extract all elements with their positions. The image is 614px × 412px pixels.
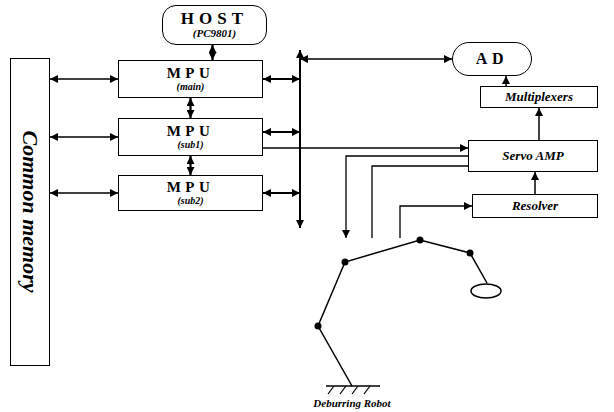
robot-joint — [342, 259, 349, 266]
memory-box: Common memory — [10, 58, 50, 366]
bus-link — [263, 192, 300, 194]
robot-joint — [417, 237, 424, 244]
connector-arrow — [50, 136, 118, 138]
connector-arrow — [50, 192, 118, 194]
base-hatch — [340, 386, 346, 394]
node-subtitle: (sub1) — [177, 140, 203, 151]
base-hatch — [328, 386, 334, 394]
processor-box: MPU(sub1) — [118, 118, 263, 156]
node-subtitle: (sub2) — [177, 196, 203, 207]
drive-wire — [372, 166, 468, 238]
deburring-tool — [471, 284, 501, 298]
connector-arrow — [189, 98, 191, 118]
processor-box: MPU(sub2) — [118, 175, 263, 211]
node-title: MPU — [167, 180, 215, 196]
node-title: MPU — [167, 124, 215, 140]
converter-box: AD — [452, 42, 532, 76]
node-title: Multiplexers — [505, 90, 573, 104]
node-title: Servo AMP — [502, 149, 563, 163]
multiplexer-box: Multiplexers — [480, 86, 598, 108]
node-title: AD — [476, 51, 509, 68]
figure-label: Deburring Robot — [290, 397, 414, 409]
feedback-wire — [400, 206, 472, 238]
bus-link — [263, 131, 300, 133]
connector-arrow — [211, 45, 213, 60]
bus-link — [263, 78, 300, 80]
node-title: MPU — [167, 66, 215, 82]
node-title: Common memory — [18, 131, 41, 293]
connector-arrow — [50, 78, 118, 80]
robot-arm — [318, 240, 487, 386]
system-bus — [299, 50, 301, 228]
node-title: Resolver — [512, 199, 558, 213]
host-box: HOST(PC9801) — [162, 5, 267, 45]
bus-link — [300, 58, 452, 60]
node-subtitle: (main) — [177, 82, 205, 93]
node-subtitle: (PC9801) — [193, 28, 236, 40]
resolver-box: Resolver — [472, 194, 598, 218]
connector-arrow — [263, 147, 468, 149]
connector-arrow — [534, 172, 536, 194]
processor-box: MPU(main) — [118, 60, 263, 98]
base-hatch — [352, 386, 358, 394]
connector-arrow — [189, 156, 191, 175]
deburring-robot — [315, 237, 502, 395]
robot-joint — [315, 323, 322, 330]
base-hatch — [364, 386, 370, 394]
connector-arrow — [505, 76, 507, 86]
robot-joint — [467, 250, 474, 257]
node-title: HOST — [181, 10, 249, 28]
connector-arrow — [538, 108, 540, 140]
drive-wire — [346, 156, 468, 238]
amplifier-box: Servo AMP — [468, 140, 598, 172]
